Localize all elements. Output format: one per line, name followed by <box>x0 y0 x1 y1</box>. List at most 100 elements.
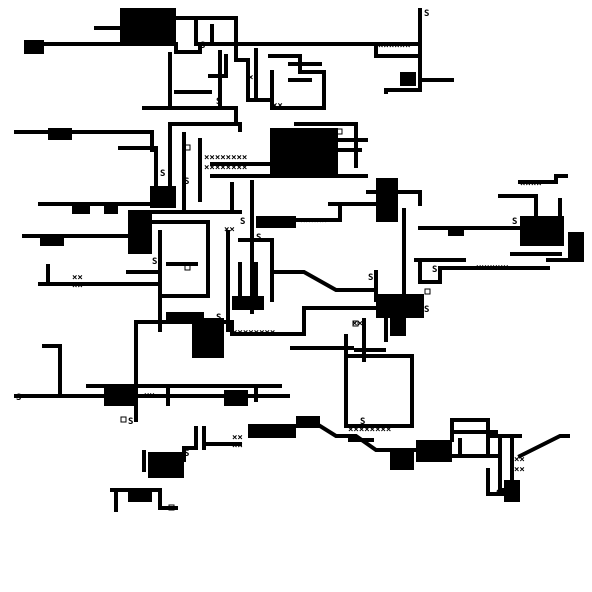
corridor <box>182 426 198 462</box>
box-tile <box>136 39 143 46</box>
corridor <box>14 130 154 152</box>
corridor <box>384 8 422 94</box>
marker-s: S <box>160 169 165 179</box>
hatched-tile: ×× <box>144 391 155 401</box>
hatched-tile: ×× <box>272 101 283 111</box>
block <box>192 318 224 358</box>
marker-s: S <box>216 313 221 323</box>
corridor <box>418 258 550 284</box>
corridor <box>168 122 242 132</box>
marker-s: S <box>256 233 261 243</box>
corridor <box>366 190 422 206</box>
hatched-tile: × <box>248 73 253 83</box>
hatched-tile: ×× <box>72 273 83 283</box>
filled-blocks <box>24 8 584 502</box>
corridor <box>174 16 272 102</box>
hatched-tile: ×× <box>232 441 243 451</box>
marker-s: S <box>152 257 157 267</box>
marker-s: S <box>200 41 205 51</box>
corridor <box>518 174 568 184</box>
corridor <box>234 42 454 82</box>
hatched-tile: ××××× <box>300 216 327 226</box>
hatched-tile: ×× <box>72 281 83 291</box>
hatched-tile: ×××× <box>520 179 542 189</box>
block <box>120 8 176 42</box>
block <box>128 210 152 254</box>
block <box>296 416 320 428</box>
block <box>248 424 296 438</box>
corridors <box>14 8 582 512</box>
corridor <box>268 54 326 110</box>
corridor <box>270 270 378 292</box>
corridor <box>168 50 222 110</box>
corridor <box>110 488 178 510</box>
block <box>232 296 264 310</box>
block <box>520 216 564 246</box>
box-tile <box>168 504 175 511</box>
marker-s: S <box>496 489 501 499</box>
corridor <box>118 146 158 202</box>
hatched-tile: ×××××××× <box>204 153 247 163</box>
box-tile <box>336 128 343 135</box>
corridor <box>238 238 274 302</box>
hatched-tile: ×××××× <box>476 263 509 273</box>
corridor <box>317 423 426 452</box>
block <box>104 204 118 214</box>
corridor <box>486 468 506 496</box>
block <box>376 178 398 222</box>
hatched-tile: ×× <box>352 319 363 329</box>
hatched-tile: ×× <box>514 465 525 475</box>
corridor <box>42 42 302 54</box>
hatched-tile: ×××××××× <box>204 163 247 173</box>
marker-s: S <box>184 177 189 187</box>
block <box>376 294 424 318</box>
marker-s: S <box>128 417 133 427</box>
block <box>448 226 464 236</box>
block <box>24 40 44 54</box>
block <box>40 236 64 246</box>
marker-s: S <box>16 393 21 403</box>
s-markers: S S S S S S S S S S S S S S S S S S <box>16 9 517 499</box>
box-tile <box>424 288 431 295</box>
corridor <box>517 434 570 459</box>
hatched-tile: ×××××××× <box>232 328 275 338</box>
corridor <box>344 354 414 428</box>
box-tile <box>184 264 191 271</box>
marker-s: S <box>184 449 189 459</box>
block <box>416 440 452 462</box>
marker-s: S <box>360 417 365 427</box>
hatched-tile: ×× <box>514 455 525 465</box>
block <box>390 318 406 336</box>
box-tiles <box>120 39 431 511</box>
corridor <box>450 418 490 458</box>
box-tile <box>120 416 127 423</box>
corridor <box>498 434 514 492</box>
block <box>390 450 414 470</box>
corridor <box>208 54 228 78</box>
marker-s: S <box>432 265 437 275</box>
marker-s: S <box>424 305 429 315</box>
block <box>128 490 152 502</box>
box-tile <box>352 320 359 327</box>
marker-s: S <box>368 273 373 283</box>
block <box>148 452 184 478</box>
hatched-tile: ×××××× <box>378 41 411 51</box>
block <box>256 216 296 228</box>
corridor <box>138 306 378 336</box>
hatched-tiles: ×××××× ×××××××× ×××××××× ××××× ×××× ××××… <box>72 41 542 475</box>
marker-s: S <box>216 97 221 107</box>
marker-s: S <box>512 217 517 227</box>
block <box>400 72 416 86</box>
block <box>568 232 584 262</box>
marker-s: S <box>424 9 429 19</box>
corridor <box>142 106 238 126</box>
hatched-tile: ×× <box>232 433 243 443</box>
block <box>72 204 90 214</box>
hatched-tile: ×××××××× <box>348 425 391 435</box>
hatched-tile: ×× <box>224 225 235 235</box>
box-tile <box>184 144 191 151</box>
marker-s: S <box>240 217 245 227</box>
corridor <box>498 194 538 218</box>
